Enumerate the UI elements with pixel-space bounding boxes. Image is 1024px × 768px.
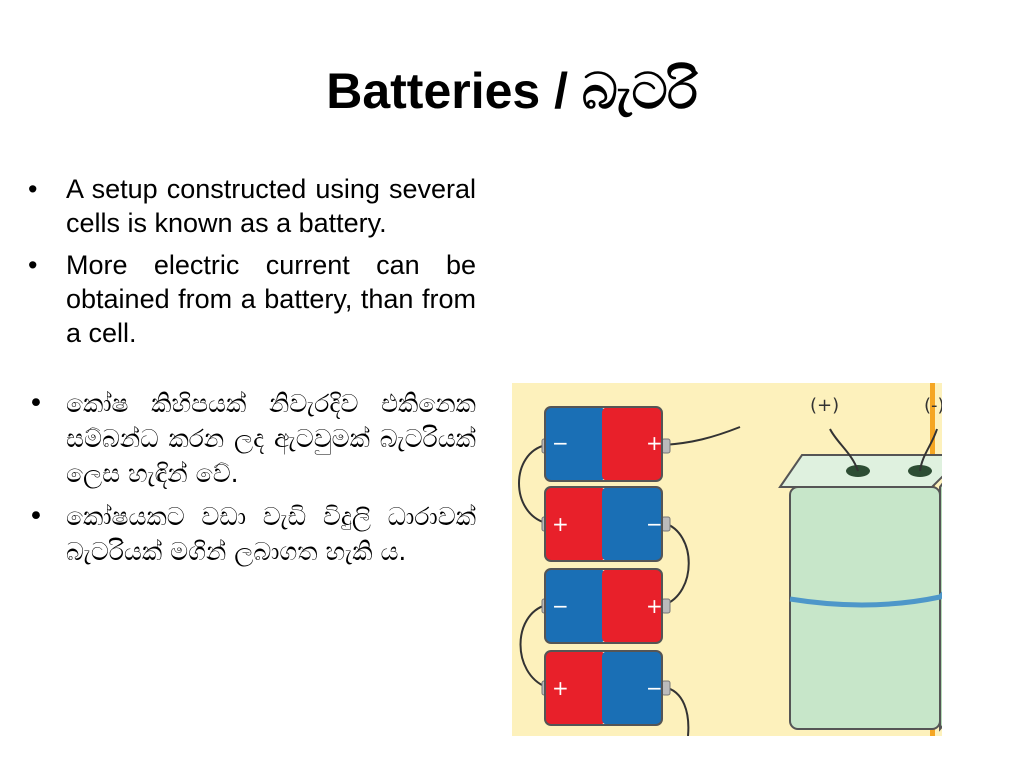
wire-right-1: [663, 522, 690, 606]
cell-1: − +: [541, 406, 671, 482]
cell-4-left-sign: +: [552, 676, 569, 700]
battery-band: [789, 591, 942, 608]
positive-wire: [829, 428, 859, 472]
bullet-text: කෝෂයකට වඩා වැඩි විදුලි ධාරාවක් බැටරියක් …: [66, 502, 476, 566]
battery-front-face: [789, 486, 941, 730]
bullet-text: A setup constructed using several cells …: [66, 174, 476, 238]
cell-3-right-sign: +: [646, 594, 663, 618]
wire-left-2: [519, 604, 547, 688]
cell-2-right-sign: −: [646, 512, 663, 536]
battery-illustration: − + + − − + + − (+) (: [512, 383, 942, 736]
wire-left-1: [518, 444, 547, 524]
cell-1-right-sign: +: [646, 431, 663, 455]
cell-3: − +: [541, 568, 671, 644]
cell-3-left-sign: −: [552, 594, 569, 618]
cell-2: + −: [541, 486, 671, 562]
bullet-item-english-2: • More electric current can be obtained …: [28, 248, 476, 350]
bullet-list: • A setup constructed using several cell…: [28, 172, 476, 577]
slide-title: Batteries / බැටරි: [326, 63, 698, 119]
bullet-marker: •: [28, 250, 38, 280]
wire-top-lead: [663, 426, 741, 446]
cell-1-left-sign: −: [552, 431, 569, 455]
bullet-item-english-1: • A setup constructed using several cell…: [28, 172, 476, 240]
bullet-marker: •: [28, 501, 44, 532]
bullet-marker: •: [28, 388, 44, 419]
bullet-text: More electric current can be obtained fr…: [66, 250, 476, 348]
battery-side-face: [939, 482, 942, 732]
cell-2-left-sign: +: [552, 512, 569, 536]
negative-wire: [919, 428, 938, 472]
bullet-item-sinhala-1: • කෝෂ කිහිපයක් නිවැරදිව එකිනෙක සම්බන්ධ ක…: [28, 386, 476, 491]
bullet-marker: •: [28, 174, 38, 204]
cell-4-right-sign: −: [646, 676, 663, 700]
positive-label: (+): [810, 395, 839, 416]
bullet-text: කෝෂ කිහිපයක් නිවැරදිව එකිනෙක සම්බන්ධ කරන…: [66, 389, 476, 488]
battery-block: (+) (-): [778, 395, 942, 732]
negative-label: (-): [924, 395, 942, 416]
cell-4: + −: [541, 650, 671, 726]
bullet-item-sinhala-2: • කෝෂයකට වඩා වැඩි විදුලි ධාරාවක් බැටරියක…: [28, 499, 476, 569]
